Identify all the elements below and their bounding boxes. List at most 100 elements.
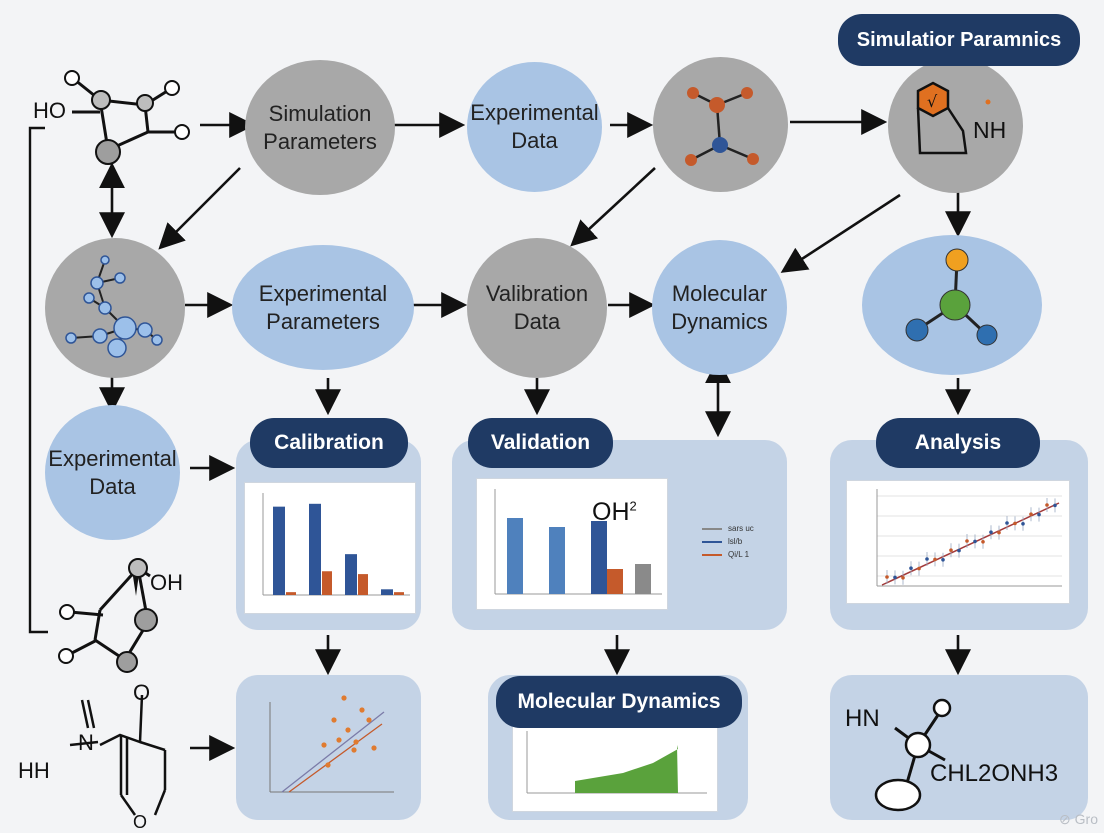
oh-label: OH xyxy=(150,570,183,595)
legend-item-2: lsl/b xyxy=(702,535,754,548)
arrow-diag-2 xyxy=(570,167,656,247)
ho-label: HO xyxy=(33,98,66,123)
scatter-point xyxy=(331,717,337,723)
scatter-point xyxy=(366,717,372,723)
experimental-parameters-node: Experimental Parameters xyxy=(232,245,414,370)
scatter-point xyxy=(917,566,921,571)
md-area-chart xyxy=(512,720,718,812)
scatter-point xyxy=(989,530,993,534)
ball-molecule-node xyxy=(862,235,1042,375)
nh-ring-node: √ NH xyxy=(888,58,1023,193)
trend-line-1 xyxy=(281,711,385,793)
simulation-parameters-node: Simulation Parameters xyxy=(245,60,395,195)
scatter-point xyxy=(933,557,937,562)
valibration-data-node: Valibration Data xyxy=(467,238,607,378)
bar xyxy=(507,518,523,594)
bar-blue xyxy=(273,506,285,595)
left-bracket xyxy=(28,126,48,634)
scatter-point xyxy=(353,739,359,745)
scatter-point xyxy=(351,747,357,753)
bottom-scatter-chart xyxy=(244,690,412,810)
scatter-point xyxy=(997,530,1001,535)
scatter-point xyxy=(321,742,327,748)
bar-blue xyxy=(345,554,357,595)
legend-item-3: Qi/L 1 xyxy=(702,548,754,561)
scatter-point xyxy=(1005,521,1009,525)
scatter-point xyxy=(957,548,961,553)
bar xyxy=(549,527,565,594)
experimental-data-node-top: Experimental Data xyxy=(467,62,602,192)
nh-label: NH xyxy=(973,117,1007,143)
scatter-point xyxy=(325,762,331,768)
scatter-point xyxy=(909,566,913,570)
chart-bg xyxy=(244,690,412,810)
arrow-diag-3 xyxy=(780,193,901,273)
scatter-point xyxy=(336,737,342,743)
scatter-point xyxy=(1013,521,1017,526)
calibration-pill: Calibration xyxy=(250,418,408,468)
hn-label: HN xyxy=(845,705,880,732)
molecular-dynamics-node: Molecular Dynamics xyxy=(652,240,787,375)
molecule-node-top xyxy=(653,57,788,192)
scatter-point xyxy=(925,557,929,561)
molecule-icon xyxy=(905,248,998,346)
oh2-superscript: 2 xyxy=(629,498,637,514)
scatter-point xyxy=(973,539,977,544)
hn-molecule-panel xyxy=(830,675,1088,820)
experimental-data-node-left: Experimental Data xyxy=(45,405,180,540)
bar-blue xyxy=(309,503,321,595)
calibration-bar-chart xyxy=(244,482,416,614)
oh2-text: OH xyxy=(592,498,630,526)
scatter-point xyxy=(965,539,969,543)
validation-pill: Validation xyxy=(468,418,613,468)
chl-label: CHL2ONH3 xyxy=(930,760,1059,787)
validation-legend: sars uc lsl/b Qi/L 1 xyxy=(702,522,754,561)
scatter-point xyxy=(1037,512,1041,517)
bar-orange xyxy=(286,592,296,595)
trend-line-2 xyxy=(288,723,383,793)
scatter-point xyxy=(359,707,365,713)
bar-blue xyxy=(381,589,393,595)
arrow-diag-1 xyxy=(158,167,241,250)
validation-bars xyxy=(494,489,662,595)
oh2-label: OH2 xyxy=(592,498,637,527)
bar-orange xyxy=(394,592,404,595)
bar-orange xyxy=(358,574,368,595)
scatter-point xyxy=(1029,512,1033,516)
scatter-point xyxy=(1021,522,1025,526)
svg-text:√: √ xyxy=(927,92,938,111)
legend-item-1: sars uc xyxy=(702,522,754,535)
n-label: N xyxy=(78,730,94,755)
hh-label: HH xyxy=(18,758,50,783)
scatter-point xyxy=(893,575,897,580)
bar-orange xyxy=(322,571,332,595)
validation-bar-chart xyxy=(476,478,668,610)
calibration-bars xyxy=(262,493,410,596)
bar xyxy=(607,569,623,594)
molecule-icon xyxy=(685,87,759,166)
analysis-scatter xyxy=(876,489,1062,587)
analysis-pill: Analysis xyxy=(876,418,1040,468)
hexagon-ring-icon: √ xyxy=(916,81,991,155)
trend-line xyxy=(881,502,1060,586)
scatter-point xyxy=(1045,503,1049,507)
watermark: ⊘ Gro xyxy=(1059,811,1098,827)
scatter-point xyxy=(345,727,351,733)
md-area xyxy=(526,731,707,794)
scatter-point xyxy=(949,548,953,552)
legend-label-2: lsl/b xyxy=(728,537,743,546)
o-label-ring: O xyxy=(133,812,148,832)
scatter-point xyxy=(1053,503,1057,508)
molecule-icon xyxy=(65,255,163,358)
o-label-top: O xyxy=(133,680,151,705)
scatter-point xyxy=(901,576,905,580)
scatter-point xyxy=(341,695,347,701)
scatter-point xyxy=(941,558,945,562)
legend-label-3: Qi/L 1 xyxy=(728,550,750,559)
molecule-cluster-node xyxy=(45,238,185,378)
